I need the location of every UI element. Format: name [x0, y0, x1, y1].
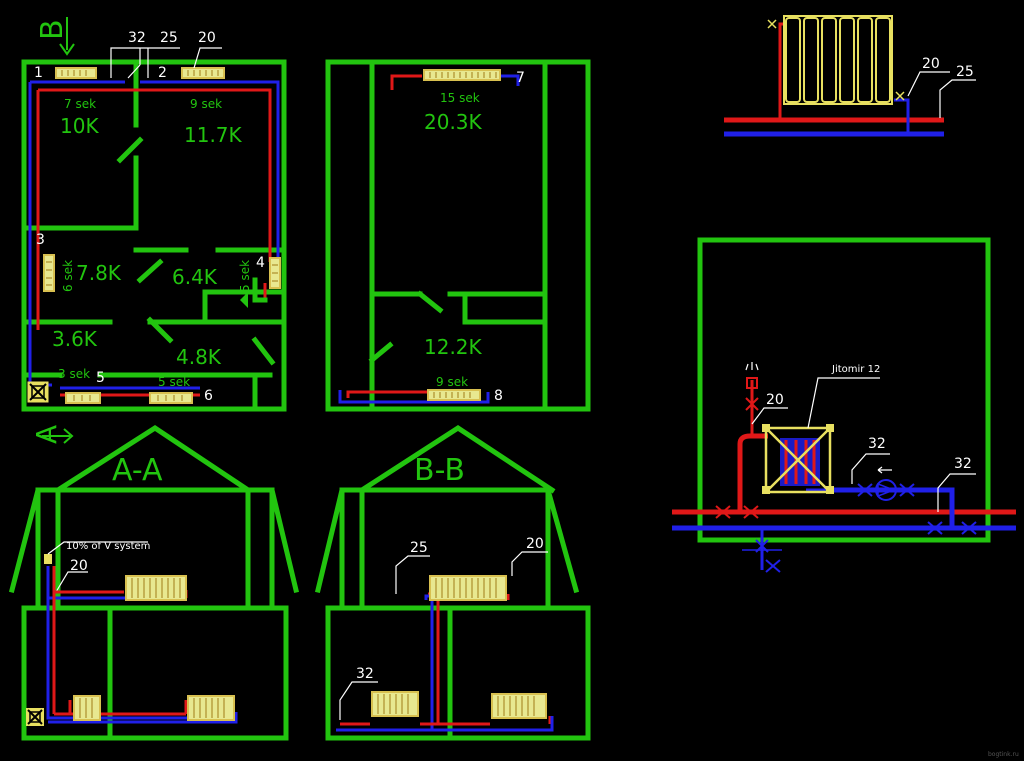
- valves: [715, 397, 977, 535]
- room1-load: 10K: [60, 114, 99, 138]
- radiator-6: [149, 392, 193, 404]
- label-32-boiler-a: 32: [868, 436, 886, 452]
- section-b-b: B-B 25 20 32: [314, 425, 591, 741]
- radiator-8: [427, 389, 481, 401]
- boiler-unit: [762, 424, 834, 494]
- boiler-room-detail: Jitomir 12 20 32 32: [672, 237, 1016, 573]
- boiler-room-wall: [697, 237, 991, 543]
- radiator-5: [65, 392, 101, 404]
- radiator-num-5: 5: [96, 370, 105, 386]
- label-25-top: 25: [160, 30, 178, 46]
- radiator-section-b-lower-2: [491, 693, 547, 719]
- floor-plan-2: 7 15 sek 20.3K 12.2K 9 sek 8: [325, 59, 591, 412]
- label-20-boiler: 20: [766, 392, 784, 408]
- label-20-top: 20: [198, 30, 216, 46]
- room6-load: 4.8K: [176, 345, 222, 369]
- label-25-section-b: 25: [410, 540, 428, 556]
- label-32-section-b: 32: [356, 666, 374, 682]
- rad7-sections: 15 sek: [440, 91, 480, 105]
- radiator-3: [43, 254, 55, 292]
- expansion-tank-note: 10% of V system: [66, 541, 150, 552]
- room5-load: 3.6K: [52, 327, 98, 351]
- radiator-elevation: [783, 15, 893, 105]
- section-marker-a: A: [30, 425, 63, 444]
- label-20-section-a: 20: [70, 558, 88, 574]
- label-32-top: 32: [128, 30, 146, 46]
- radiator-section-b-upper: [429, 575, 507, 601]
- radiator-2: [181, 67, 225, 79]
- radiator-section-b-lower-1: [371, 691, 419, 717]
- radiator-num-4: 4: [256, 255, 265, 271]
- watermark: bogtink.ru: [988, 751, 1019, 758]
- room8-load: 12.2K: [424, 335, 483, 359]
- radiator-section-a-upper: [125, 575, 187, 601]
- plan2-outer-wall: [325, 59, 591, 412]
- label-20-section-b: 20: [526, 536, 544, 552]
- radiator-num-3: 3: [36, 232, 45, 248]
- radiator-num-8: 8: [494, 388, 503, 404]
- radiator-1: [55, 67, 97, 79]
- section-title-a-a: A-A: [112, 453, 163, 488]
- radiator-num-7: 7: [516, 70, 525, 86]
- room7-load: 20.3K: [424, 110, 483, 134]
- section-marker-b: B: [35, 19, 70, 40]
- radiator-num-2: 2: [158, 65, 167, 81]
- rad8-sections: 9 sek: [436, 375, 468, 389]
- room2-load: 11.7K: [184, 123, 243, 147]
- radiator-7: [423, 69, 501, 81]
- rad6-sections: 5 sek: [158, 375, 190, 389]
- radiator-connection-detail: 20 25: [724, 15, 976, 137]
- section-a-a: A A-A 10% of V system 20: [8, 425, 300, 741]
- rad5-sections: 3 sek: [58, 367, 90, 381]
- floor-plan-1: B: [21, 17, 287, 412]
- radiator-section-a-lower-2: [187, 695, 235, 721]
- boiler-name: Jitomir 12: [831, 364, 880, 375]
- label-25-detail: 25: [956, 64, 974, 80]
- room1-sections: 7 sek: [64, 97, 96, 111]
- label-32-boiler-b: 32: [954, 456, 972, 472]
- label-20-detail: 20: [922, 56, 940, 72]
- radiator-num-1: 1: [34, 65, 43, 81]
- radiator-section-a-lower-1: [73, 695, 101, 721]
- flow-arrow: [877, 466, 892, 474]
- room3-sections: 6 sek: [61, 260, 75, 292]
- room4-load: 6.4K: [172, 265, 218, 289]
- room2-sections: 9 sek: [190, 97, 222, 111]
- plan1-outer-wall: [21, 59, 287, 412]
- room4b-sections: 5 sek: [238, 260, 252, 292]
- radiator-num-6: 6: [204, 388, 213, 404]
- section-title-b-b: B-B: [414, 453, 465, 488]
- room3-load: 7.8K: [76, 261, 122, 285]
